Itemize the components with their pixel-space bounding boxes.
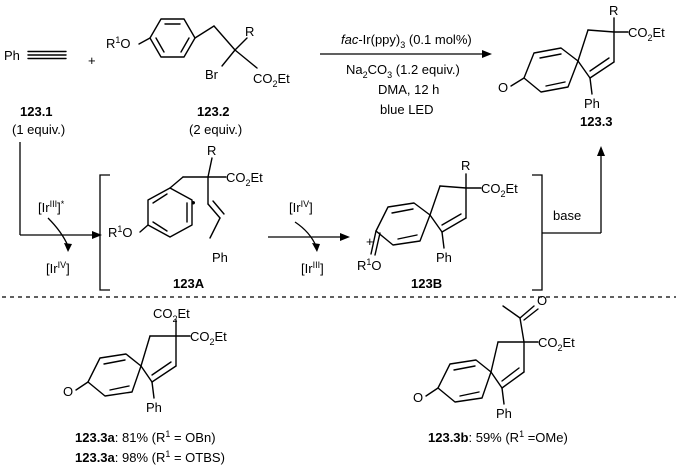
substrate-r1o-label: R1O xyxy=(106,35,131,51)
intermediate-a-ester-label: CO2Et xyxy=(226,170,263,188)
phenylacetylene-structure: Ph xyxy=(4,48,67,63)
intermediate-a-r-label: R xyxy=(207,143,216,158)
intermediate-b-ester-label: CO2Et xyxy=(481,181,518,199)
radical-dot: • xyxy=(191,195,196,210)
example-123-3b-structure: O O CO2Et Ph xyxy=(413,293,575,421)
compound-123-2-label: 123.2 xyxy=(197,104,230,119)
intermediate-b-r-label: R xyxy=(461,158,470,173)
example-a-yield-1: 123.3a: 81% (R1 = OBn) xyxy=(75,429,216,445)
intermediate-b-r1o-label: R1O xyxy=(357,257,382,273)
substrate-structure: R1O R Br CO2Et xyxy=(106,18,290,89)
example-b-oxo-label: O xyxy=(413,390,423,405)
intermediate-a-ph-label: Ph xyxy=(212,250,228,265)
initiation-arrow xyxy=(19,142,102,252)
product-ester-label: CO2Et xyxy=(628,25,665,43)
ir-iii-label: [IrIII] xyxy=(301,260,324,276)
intermediate-bracket-right xyxy=(532,174,543,291)
ir-iii-excited-label: [IrIII]* xyxy=(38,199,65,215)
ir-iv-label-2: [IrIV] xyxy=(289,199,313,215)
compound-123-2-equiv: (2 equiv.) xyxy=(189,122,242,137)
base-condition: Na2CO3 (1.2 equiv.) xyxy=(346,62,460,80)
intermediate-b-ph-label: Ph xyxy=(436,250,452,265)
product-r-label: R xyxy=(609,3,618,18)
catalyst-condition: fac-Ir(ppy)3 (0.1 mol%) xyxy=(341,32,472,50)
light-condition: blue LED xyxy=(380,102,433,117)
plus-sign: + xyxy=(88,53,96,68)
compound-123-1-equiv: (1 equiv.) xyxy=(12,122,65,137)
product-123-3-structure: O R CO2Et Ph xyxy=(498,3,665,111)
example-b-ketone-o: O xyxy=(537,293,547,308)
intermediate-123B-structure: + R1O R CO2Et Ph xyxy=(357,158,518,273)
example-b-yield: 123.3b: 59% (R1 =OMe) xyxy=(428,429,568,445)
base-label: base xyxy=(553,208,581,223)
substrate-br-label: Br xyxy=(205,67,219,82)
example-a-yield-2: 123.3a: 98% (R1 = OTBS) xyxy=(75,449,225,465)
phenylacetylene-ph-label: Ph xyxy=(4,48,20,63)
substrate-ester-label: CO2Et xyxy=(253,71,290,89)
product-ph-label: Ph xyxy=(584,96,600,111)
compound-123-3-label: 123.3 xyxy=(580,114,613,129)
product-oxo-label: O xyxy=(498,80,508,95)
compound-123-1-label: 123.1 xyxy=(20,104,53,119)
intermediate-123A-structure: R1O R CO2Et • Ph xyxy=(108,143,263,265)
substrate-r-label: R xyxy=(245,24,254,39)
intermediate-a-r1o-label: R1O xyxy=(108,224,133,240)
cation-plus: + xyxy=(366,234,374,249)
example-123-3a-structure: O CO2Et CO2Et Ph xyxy=(63,306,227,415)
intermediate-123B-label: 123B xyxy=(411,276,442,291)
ir-iv-label-1: [IrIV] xyxy=(46,260,70,276)
example-b-ester-label: CO2Et xyxy=(538,335,575,353)
example-a-ph-label: Ph xyxy=(146,400,162,415)
solvent-condition: DMA, 12 h xyxy=(378,82,439,97)
oxidation-arrow xyxy=(268,221,350,252)
example-a-ester1-label: CO2Et xyxy=(153,306,190,324)
intermediate-bracket-left xyxy=(99,174,110,291)
example-a-oxo-label: O xyxy=(63,384,73,399)
example-b-ph-label: Ph xyxy=(496,406,512,421)
example-a-ester2-label: CO2Et xyxy=(190,329,227,347)
base-arrow xyxy=(542,146,605,234)
main-reaction-arrow xyxy=(320,50,492,58)
intermediate-123A-label: 123A xyxy=(173,276,205,291)
